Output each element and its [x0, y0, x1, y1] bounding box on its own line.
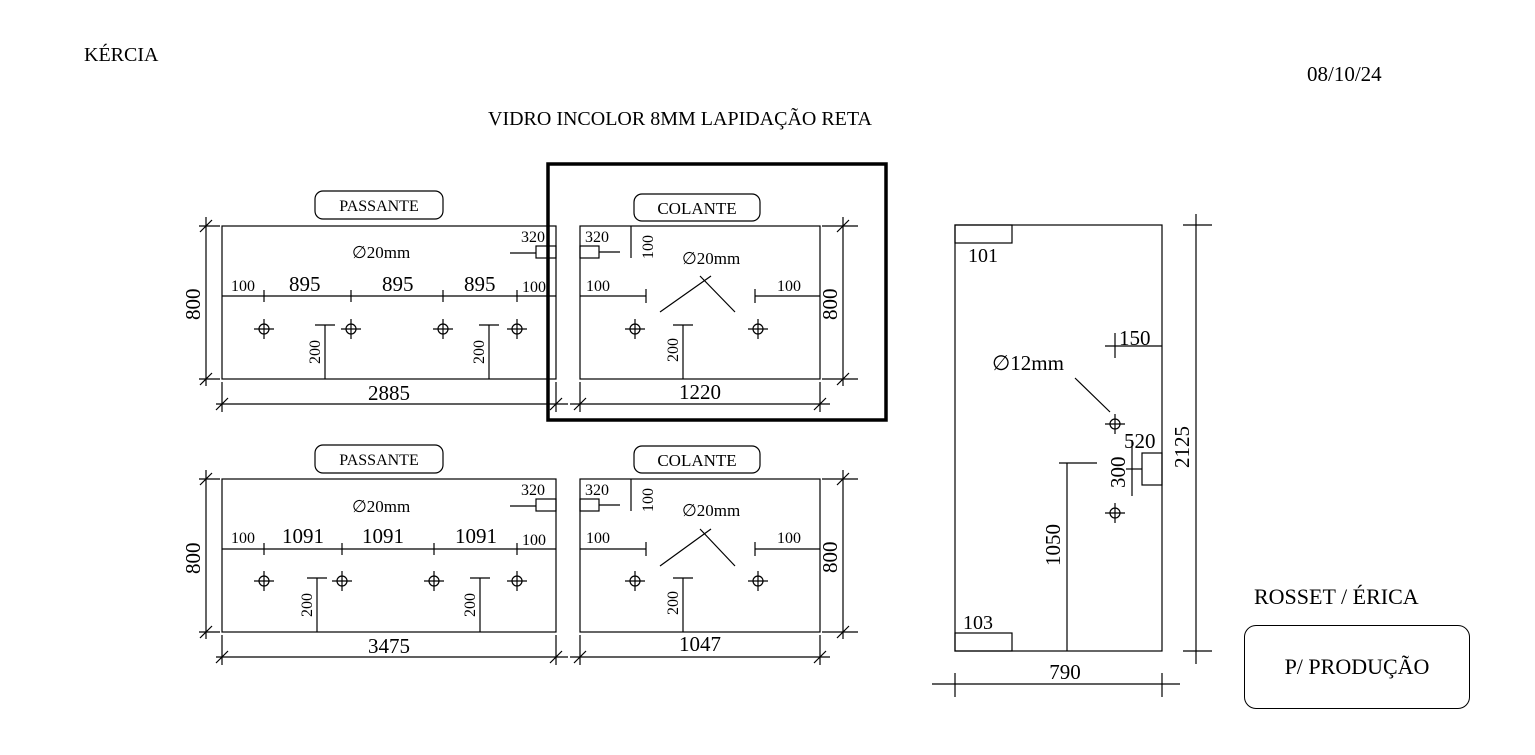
panel1-sp0: 100	[231, 278, 255, 295]
panel3-off1: 200	[462, 593, 479, 617]
panel1-sp4: 100	[522, 279, 546, 296]
panel2-hole-label: ∅20mm	[682, 249, 740, 268]
panel3-notch: 320	[521, 482, 545, 499]
door-height: 2125	[1170, 426, 1194, 468]
panel2-offset: 200	[665, 338, 682, 362]
panel1-off1: 200	[471, 340, 488, 364]
panel1-notch: 320	[521, 229, 545, 246]
panel4-notch-h: 100	[640, 488, 657, 512]
door-width: 790	[1049, 660, 1081, 684]
door-hole-spacing: 300	[1106, 457, 1130, 489]
panel3-hole-label: ∅20mm	[352, 497, 410, 516]
panel2-height: 800	[818, 289, 842, 321]
panel1-sp3: 895	[464, 272, 496, 296]
panel-passante-2885	[199, 190, 568, 412]
door-corner-top: 101	[968, 245, 998, 267]
panel4-offset: 200	[665, 591, 682, 615]
panel3-width: 3475	[368, 634, 410, 658]
panel4-width: 1047	[679, 632, 721, 656]
production-status-box: P/ PRODUÇÃO	[1244, 625, 1470, 709]
glass-spec: VIDRO INCOLOR 8MM LAPIDAÇÃO RETA	[488, 108, 872, 130]
client2-name: ROSSET / ÉRICA	[1254, 584, 1419, 609]
door-hinge-offset: 150	[1119, 326, 1151, 350]
panel2-edge-right: 100	[777, 278, 801, 295]
panel-passante-3475	[199, 444, 568, 665]
date-text: 08/10/24	[1307, 62, 1382, 86]
panel3-sp3: 1091	[455, 524, 497, 548]
panel4-hole-label: ∅20mm	[682, 501, 740, 520]
panel4-height: 800	[818, 542, 842, 574]
panel-door-790	[932, 214, 1212, 697]
panel2-label: COLANTE	[657, 199, 736, 218]
panel3-sp1: 1091	[282, 524, 324, 548]
door-hinge-size: 520	[1124, 429, 1156, 453]
panel4-notch: 320	[585, 482, 609, 499]
door-corner-bottom: 103	[963, 612, 993, 634]
panel1-hole-label: ∅20mm	[352, 243, 410, 262]
panel3-sp4: 100	[522, 532, 546, 549]
panel2-notch-h: 100	[640, 235, 657, 259]
panel3-label: PASSANTE	[339, 452, 418, 469]
panel1-sp2: 895	[382, 272, 414, 296]
panel1-off0: 200	[307, 340, 324, 364]
panel3-off0: 200	[299, 593, 316, 617]
panel2-width: 1220	[679, 380, 721, 404]
panel3-sp0: 100	[231, 530, 255, 547]
panel4-label: COLANTE	[657, 451, 736, 470]
panel1-width: 2885	[368, 381, 410, 405]
panel4-edge-right: 100	[777, 530, 801, 547]
client-name: KÉRCIA	[84, 44, 159, 66]
panel3-height: 800	[181, 543, 205, 575]
production-status-label: P/ PRODUÇÃO	[1284, 654, 1430, 679]
panel3-sp2: 1091	[362, 524, 404, 548]
door-hole-label: ∅12mm	[992, 351, 1064, 375]
panel4-edge-left: 100	[586, 530, 610, 547]
panel2-notch: 320	[585, 229, 609, 246]
panel-colante-1047	[570, 445, 858, 665]
panel2-edge-left: 100	[586, 278, 610, 295]
selection-frame	[546, 162, 888, 422]
panel1-height: 800	[181, 289, 205, 321]
panel1-sp1: 895	[289, 272, 321, 296]
panel1-label: PASSANTE	[339, 198, 418, 215]
door-hole-height: 1050	[1041, 524, 1065, 566]
panel-colante-1220	[570, 193, 858, 412]
